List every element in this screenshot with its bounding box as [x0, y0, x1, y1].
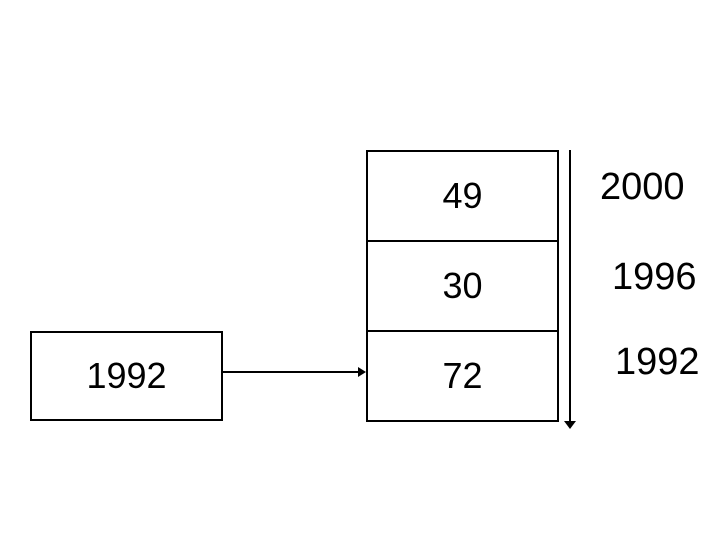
source-year-label: 1992 — [86, 355, 167, 396]
stack-cell-value: 49 — [442, 175, 483, 216]
year-label-1996: 1996 — [612, 256, 697, 298]
year-label-2000: 2000 — [600, 166, 685, 208]
stack-cell-middle[interactable]: 30 — [368, 240, 557, 330]
stack-cell-top[interactable]: 49 — [368, 152, 557, 240]
value-stack: 49 30 72 — [366, 150, 559, 422]
timeline-line — [569, 150, 571, 421]
stack-cell-value: 72 — [442, 355, 483, 396]
source-year-box[interactable]: 1992 — [30, 331, 223, 421]
stack-cell-value: 30 — [442, 265, 483, 306]
arrowhead-right-icon — [358, 367, 366, 377]
arrowhead-down-icon — [564, 421, 576, 429]
stack-cell-bottom[interactable]: 72 — [368, 330, 557, 420]
year-label-1992: 1992 — [615, 341, 700, 383]
connector-line — [223, 371, 358, 373]
